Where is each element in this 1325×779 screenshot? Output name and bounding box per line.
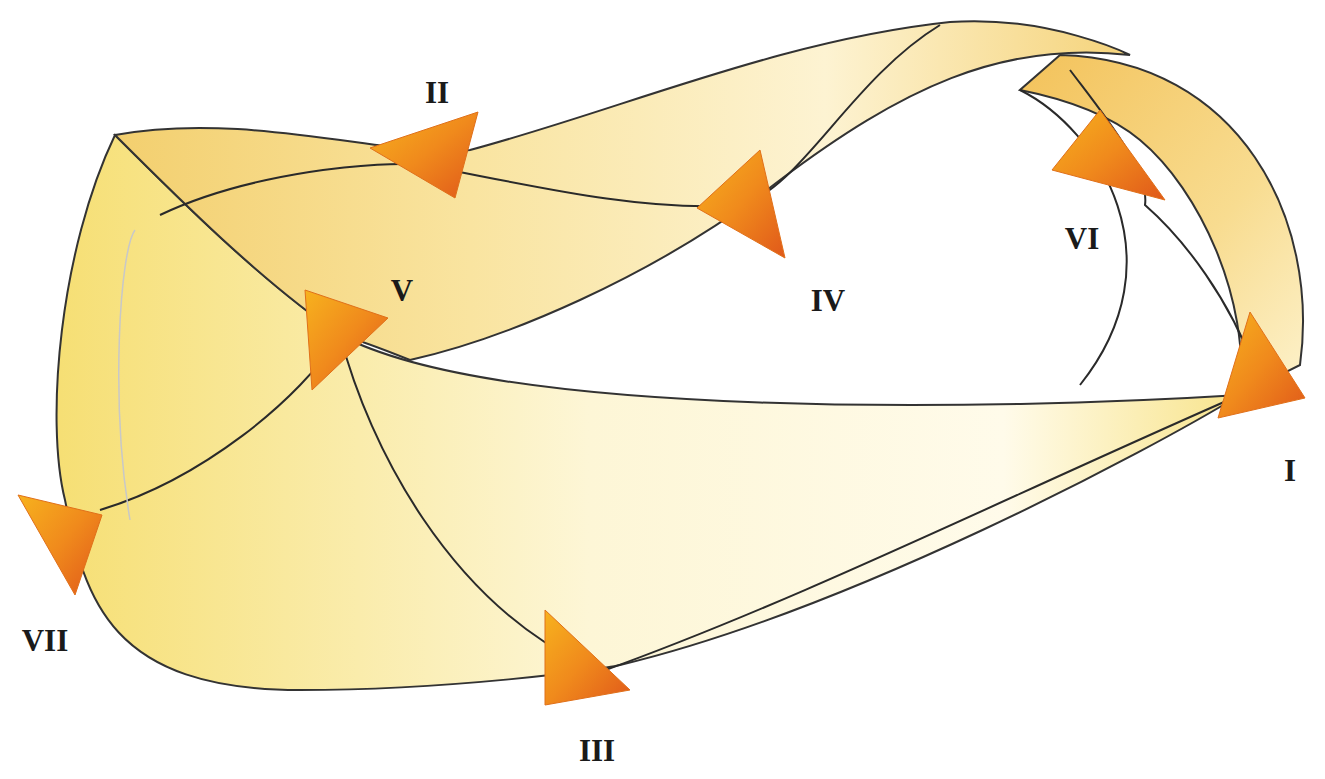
roman-numeral-label: IV (811, 285, 845, 316)
roman-numeral-label: VI (1065, 223, 1099, 254)
roman-numeral-label: II (425, 77, 449, 108)
orientation-arrows (18, 110, 1305, 705)
roman-numeral-label: I (1284, 455, 1296, 486)
upper-band (115, 21, 1130, 360)
roman-numeral-label: VII (22, 625, 69, 656)
strip-lines (100, 25, 1255, 672)
roman-numeral-label: III (579, 735, 615, 766)
roman-numeral-label: V (391, 275, 413, 306)
